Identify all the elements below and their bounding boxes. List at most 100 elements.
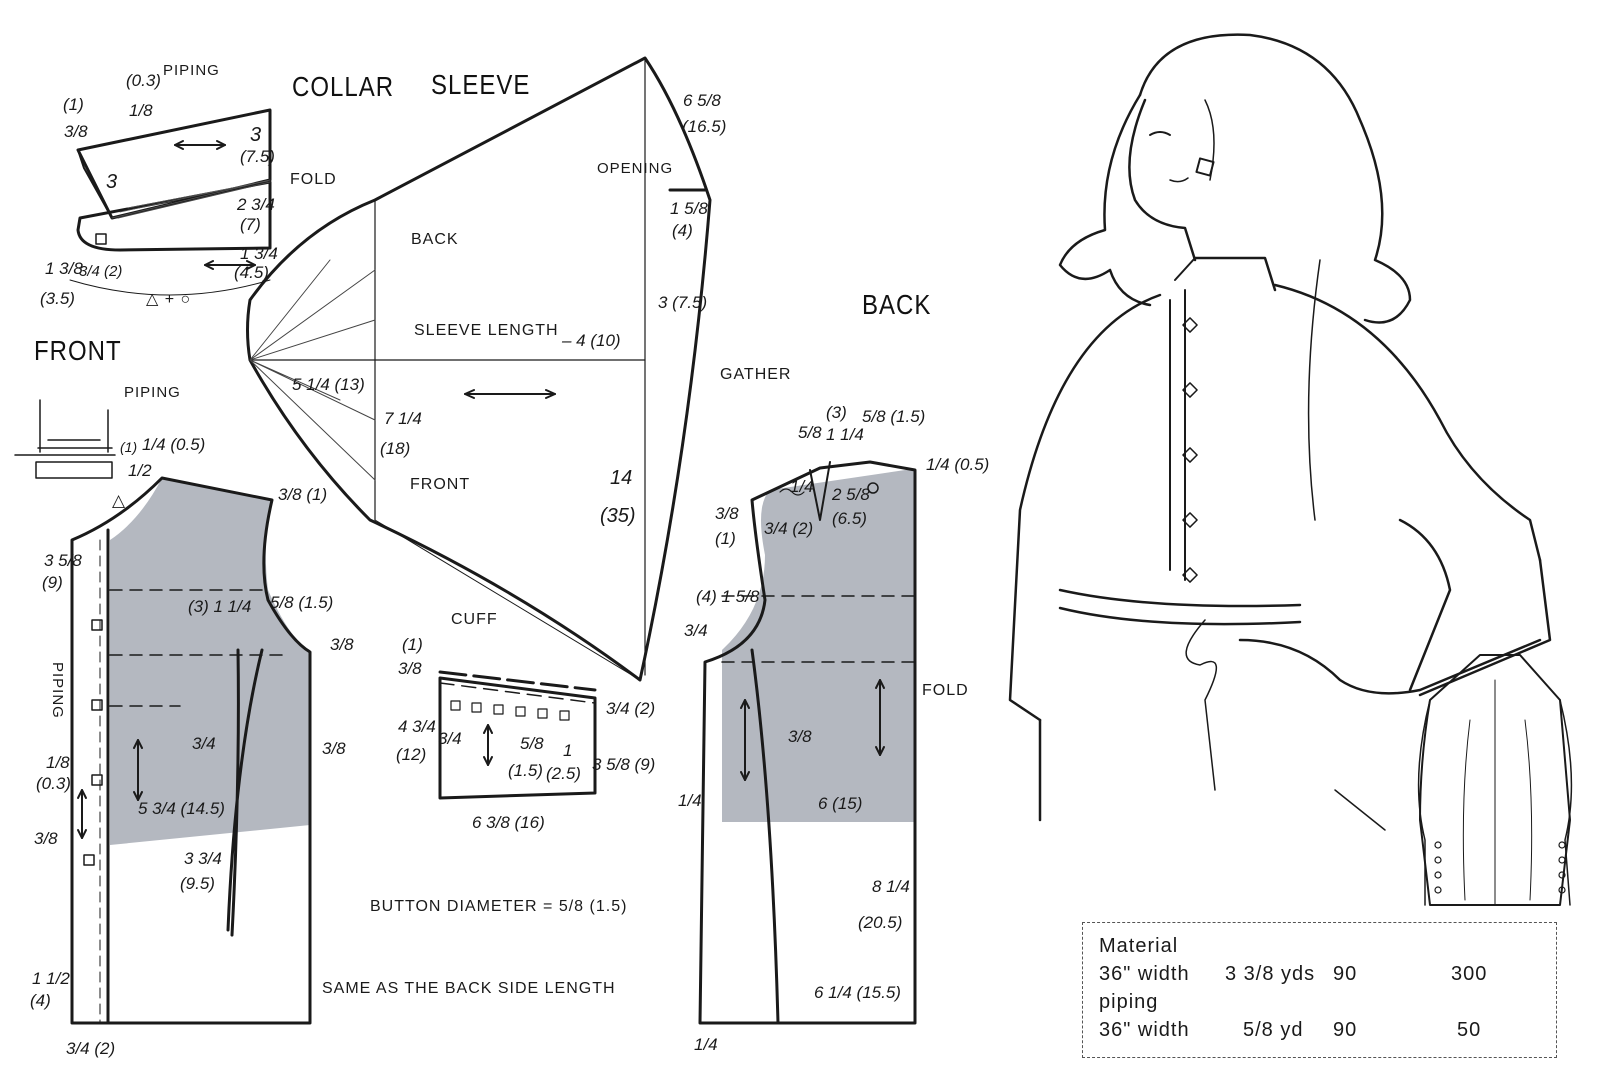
material-row2-c1: 90 [1333,1019,1358,1041]
back-bodice-outline [698,460,917,1025]
back-view-illustration [1417,654,1573,906]
collar-symbols: △ + ○ [146,291,192,308]
sleeve-length-label: SLEEVE LENGTH [414,322,559,339]
collar-fold-label: FOLD [290,171,337,188]
sleeve-back-label: BACK [411,231,459,248]
back-fold-label: FOLD [922,682,969,699]
front-label-1: (1) [120,439,138,455]
front-label-38c: 3/8 [34,829,58,848]
back-gather-label: GATHER [720,366,792,383]
back-label-614: 6 1/4 (15.5) [814,983,901,1002]
material-row1-c2: 300 [1451,963,1488,985]
material-table: Material 36" width 3 3/8 yds 90 300 pipi… [1082,922,1557,1058]
front-label-534: 5 3/4 (14.5) [138,799,225,818]
front-title: FRONT [34,335,122,367]
collar-label-45: (4.5) [234,263,269,282]
cuff-label-638: 6 3/8 (16) [472,813,545,832]
sleeve-label-714: 7 1/4 [384,409,422,428]
front-label-58-15: 5/8 (1.5) [270,593,334,612]
back-label-38b: 3/8 [788,727,812,746]
cuff-label-434: 4 3/4 [398,717,436,736]
material-row2-width: 36" width [1099,1019,1190,1041]
collar-label-75: (7.5) [240,147,275,166]
back-label-34: 3/4 [684,621,708,640]
front-label-4: (4) [30,991,51,1010]
collar-lower-piece [76,180,272,252]
front-label-358: 3 5/8 [44,551,82,570]
front-label-38-1: 3/8 (1) [278,485,328,504]
back-label-814: 8 1/4 [872,877,910,896]
collar-label-7: (7) [240,215,261,234]
sleeve-label-18: (18) [380,439,411,458]
front-label-38b: 3/8 [322,739,346,758]
front-label-112: 1 1/2 [32,969,70,988]
sleeve-label-514: 5 1/4 (13) [292,375,365,394]
back-label-258: 2 5/8 [832,485,870,504]
cuff-label-358: 3 5/8 (9) [592,755,656,774]
back-label-65: (6.5) [832,509,867,528]
collar-label-35: (3.5) [40,289,75,308]
front-label-3-114: (3) 1 1/4 [188,597,252,616]
cuff-label-34-2: 3/4 (2) [606,699,656,718]
cuff-label-one: 1 [563,741,573,760]
cuff-title: CUFF [451,611,498,628]
sleeve-label-3-75: 3 (7.5) [658,293,708,312]
front-label-34-2: 3/4 (2) [66,1039,116,1058]
front-label-38a: 3/8 [330,635,354,654]
front-label-34a: 3/4 [192,734,216,753]
front-label-9: (9) [42,573,63,592]
back-label-14c: 1/4 [694,1035,718,1054]
cuff-label-38: 3/8 [398,659,422,678]
sleeve-label-4-10: – 4 (10) [562,331,621,350]
front-bodice-outline [70,476,312,1025]
back-label-4-158: (4) 1 5/8 [696,587,760,606]
back-label-1: (1) [715,529,736,548]
cuff-label-25: (2.5) [546,764,581,783]
collar-label-3b: 3 [106,171,118,193]
sleeve-label-35: (35) [600,505,636,527]
collar-label-138: 1 3/8 [45,259,83,278]
back-label-3: (3) [826,403,847,422]
model-illustration [1008,33,1552,831]
back-title: BACK [862,289,932,321]
back-label-34-2: 3/4 (2) [764,519,814,538]
collar-label-234: 2 3/4 [237,195,275,214]
material-row2-heading: piping [1099,991,1159,1013]
cuff-label-15: (1.5) [508,761,543,780]
back-label-14-05: 1/4 (0.5) [926,455,990,474]
back-label-38: 3/8 [715,504,739,523]
back-label-205: (20.5) [858,913,903,932]
sleeve-front-label: FRONT [410,476,471,493]
collar-label-03: (0.3) [126,71,161,90]
sleeve-label-14: 14 [610,467,633,489]
sleeve-piece [246,56,712,682]
same-as-back-note: SAME AS THE BACK SIDE LENGTH [322,980,616,997]
cuff-label-34: 3/4 [438,729,462,748]
front-label-95: (9.5) [180,874,215,893]
back-shaded-yoke [722,470,915,822]
collar-label-3a: 3 [250,124,262,146]
back-label-58-15: 5/8 (1.5) [862,407,926,426]
collar-label-34-2: 3/4 (2) [79,263,123,280]
cuff-label-58: 5/8 [520,734,544,753]
sleeve-label-658: 6 5/8 [683,91,721,110]
sleeve-label-158: 1 5/8 [670,199,708,218]
front-label-12: 1/2 [128,461,152,480]
front-piping-label: PIPING [124,384,181,401]
material-row2-c2: 50 [1457,1019,1482,1041]
collar-label-134: 1 3/4 [240,244,278,263]
material-heading: Material [1099,935,1179,957]
back-label-14b: 1/4 [678,791,702,810]
collar-label-1: (1) [63,95,84,114]
material-row1-width: 36" width [1099,963,1190,985]
material-row1-c1: 90 [1333,963,1358,985]
material-row1-amount: 3 3/8 yds [1225,963,1316,985]
sleeve-label-165: (16.5) [682,117,727,136]
front-label-triangle: △ [112,491,126,510]
back-label-14: 1/4 [790,477,814,496]
cuff-label-1: (1) [402,635,423,654]
front-label-18: 1/8 [46,753,70,772]
front-label-334: 3 3/4 [184,849,222,868]
